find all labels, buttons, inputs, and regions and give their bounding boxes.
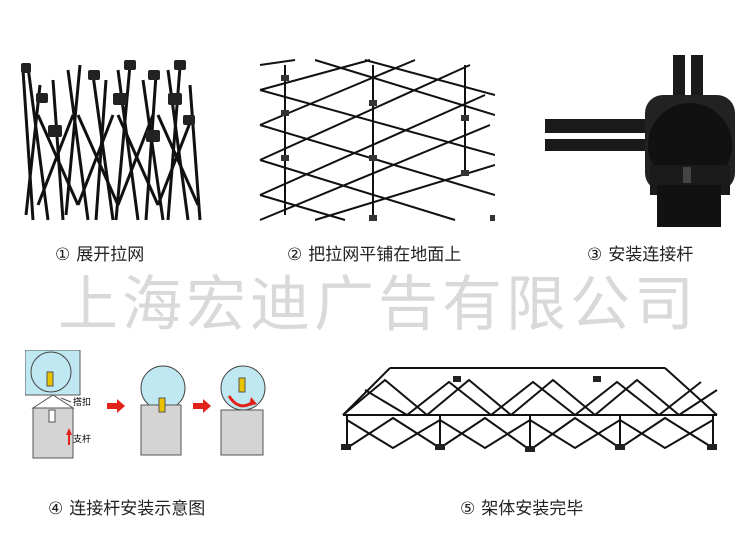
connector-diagram: 搭扣 支杆: [25, 350, 275, 460]
step-5-number: ⑤: [460, 499, 476, 519]
step-4-text: 连接杆安装示意图: [69, 499, 206, 519]
step-2-number: ②: [287, 245, 303, 265]
assembled-frame-image: [335, 360, 725, 455]
step-1-text: 展开拉网: [76, 245, 145, 265]
step-4-number: ④: [48, 499, 64, 519]
step-1-number: ①: [55, 245, 71, 265]
rod-label: 支杆: [73, 433, 91, 445]
step-3-number: ③: [587, 245, 603, 265]
company-watermark: 上海宏迪广告有限公司: [58, 270, 698, 340]
flat-net-image: [255, 55, 495, 225]
connector-rod-image: [545, 55, 735, 227]
folded-frame-image: [18, 55, 203, 225]
step-3-text: 安装连接杆: [608, 245, 694, 265]
step-5-text: 架体安装完毕: [481, 499, 584, 519]
clip-label: 搭扣: [73, 396, 91, 408]
step-2-text: 把拉网平铺在地面上: [308, 245, 462, 265]
